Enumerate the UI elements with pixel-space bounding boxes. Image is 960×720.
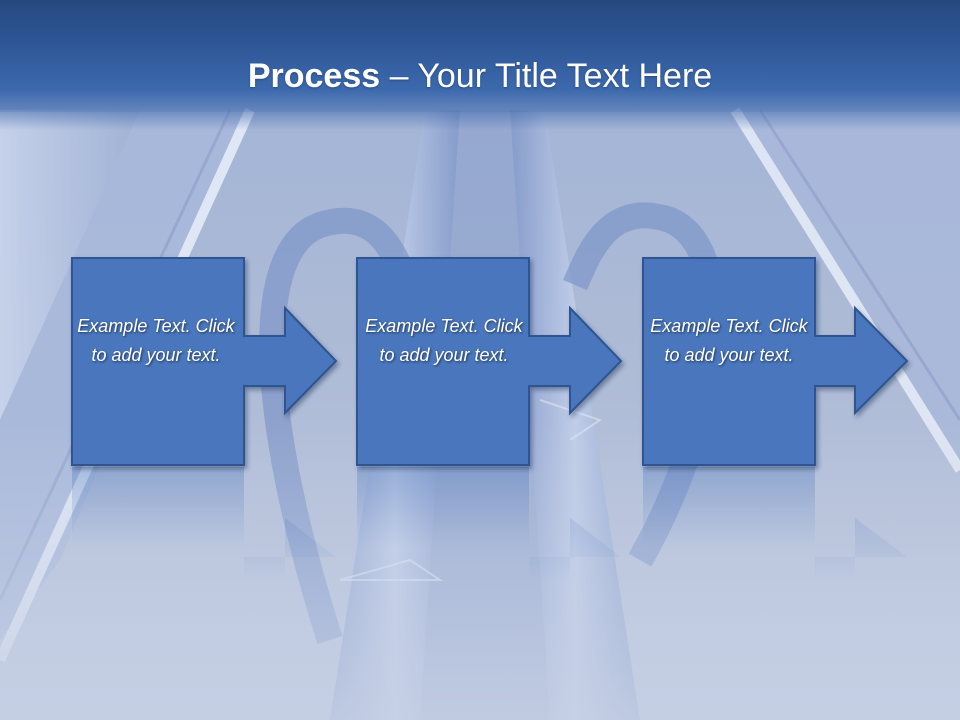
step-1-reflection: [72, 467, 336, 580]
step-3-text[interactable]: Example Text. Click to add your text.: [650, 316, 808, 365]
title-bold: Process: [247, 57, 381, 95]
step-2-reflection: [357, 467, 621, 580]
step-2-shape[interactable]: [356, 257, 623, 466]
title-rest: – Your Title Text Here: [380, 57, 713, 95]
step-3-shape[interactable]: [642, 257, 909, 466]
title-band: [0, 0, 960, 130]
step-3-reflection: [643, 467, 907, 580]
slide-title[interactable]: Process – Your Title Text Here: [0, 56, 960, 96]
step-1-shape[interactable]: [71, 257, 338, 466]
step-2-text[interactable]: Example Text. Click to add your text.: [365, 316, 523, 365]
step-1-text[interactable]: Example Text. Click to add your text.: [77, 316, 235, 365]
